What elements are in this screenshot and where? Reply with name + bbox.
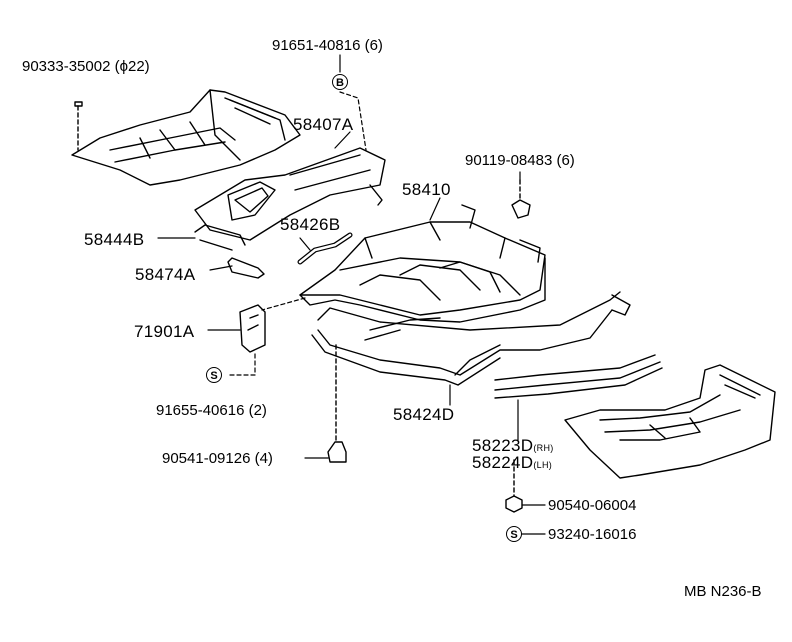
left-floor-panel	[71, 89, 301, 186]
shift-boot-58407A	[194, 147, 386, 241]
label-58223D: 58223D(RH)	[472, 436, 554, 458]
label-rh: (RH)	[533, 443, 554, 453]
label-91655-40616: 91655-40616 (2)	[156, 402, 267, 419]
floor-frame-58410	[299, 204, 546, 323]
bracket-71901A	[239, 304, 266, 353]
label-90119-08483: 90119-08483 (6)	[465, 152, 575, 169]
clip-90541	[327, 344, 347, 463]
marker-s-91655: S	[206, 367, 222, 383]
label-91651-40816: 91651-40816 (6)	[272, 37, 383, 54]
bolt-90119	[511, 179, 531, 219]
label-90541-09126: 90541-09126 (4)	[162, 450, 273, 467]
right-floor-panel	[564, 364, 776, 479]
label-58224D: 58224D(LH)	[472, 453, 552, 475]
diagram-code: MB N236-B	[684, 583, 762, 600]
label-71901A: 71901A	[134, 322, 195, 341]
frame-rail-58424D	[311, 291, 631, 386]
leader-lines	[157, 54, 546, 535]
label-58224D-number: 58224D	[472, 453, 534, 472]
bracket-58444B	[194, 224, 246, 251]
label-58474A: 58474A	[135, 265, 196, 284]
grommet-90540	[505, 459, 523, 513]
clip-90333	[74, 101, 83, 151]
label-90540-06004: 90540-06004	[548, 497, 637, 514]
label-58444B: 58444B	[84, 230, 145, 249]
label-58410: 58410	[402, 180, 451, 199]
label-58426B: 58426B	[280, 215, 341, 234]
side-rail-58223D	[494, 354, 663, 399]
label-58407A: 58407A	[293, 115, 354, 134]
label-93240-16016: 93240-16016	[548, 526, 637, 543]
label-lh: (LH)	[533, 460, 553, 470]
label-90333-35002: 90333-35002 (ϕ22)	[22, 58, 150, 75]
pin-58474A	[227, 257, 265, 279]
hose-58426B	[297, 232, 353, 265]
label-58223D-number: 58223D	[472, 436, 534, 455]
label-58424D: 58424D	[393, 405, 455, 424]
marker-s-93240: S	[506, 526, 522, 542]
marker-b: B	[332, 74, 348, 90]
